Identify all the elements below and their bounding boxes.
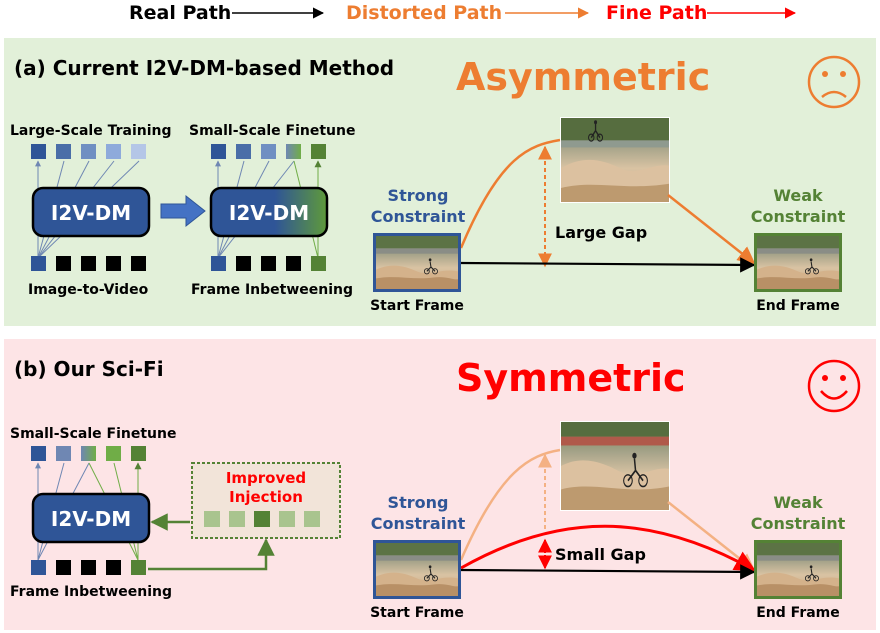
panel-a-title: (a) Current I2V-DM-based Method	[14, 56, 394, 80]
distorted-path-a-descent	[667, 194, 756, 265]
token-row-top-b	[31, 446, 146, 461]
token-row-top-left	[31, 144, 146, 159]
small-scale-finetune-label-b: Small-Scale Finetune	[10, 426, 176, 442]
sad-face-icon	[807, 55, 861, 109]
i2v-dm-model-left	[31, 186, 151, 238]
legend-fine-label: Fine Path	[606, 2, 707, 24]
legend-real-label: Real Path	[129, 2, 231, 24]
strong-constraint-label-a-2: Constraint	[371, 207, 466, 226]
strong-constraint-label-b-1: Strong	[388, 493, 449, 512]
panel-a-headline: Asymmetric	[456, 55, 710, 99]
legend-distorted-label: Distorted Path	[346, 2, 502, 24]
improved-injection-label-1: Improved	[226, 469, 306, 487]
happy-face-icon	[807, 359, 861, 413]
improved-injection-label-2: Injection	[229, 488, 303, 506]
i2v-dm-model-right-label: I2V-DM	[229, 201, 309, 225]
real-path-a	[460, 257, 756, 273]
panel-b-title: (b) Our Sci-Fi	[14, 357, 164, 381]
token-row-bottom-left	[31, 256, 146, 271]
real-path-b	[460, 564, 756, 580]
frame-inbetweening-label-b: Frame Inbetweening	[10, 584, 172, 600]
weak-constraint-label-a-1: Weak	[773, 186, 823, 205]
small-gap-label: Small Gap	[555, 545, 646, 564]
end-frame-label-b: End Frame	[756, 605, 840, 621]
injection-feed-path	[148, 538, 275, 571]
i2v-dm-model-right	[209, 186, 329, 238]
start-frame-label-b: Start Frame	[370, 605, 464, 621]
legend: Real Path Distorted Path Fine Path	[129, 2, 797, 24]
strong-constraint-label-a-1: Strong	[388, 186, 449, 205]
panel-a: (a) Current I2V-DM-based Method Asymmetr…	[4, 38, 876, 326]
large-scale-training-label: Large-Scale Training	[10, 123, 172, 139]
i2v-dm-model-b-label: I2V-DM	[51, 507, 131, 531]
token-row-bottom-right	[211, 256, 326, 271]
weak-constraint-label-b-2: Constraint	[751, 514, 846, 533]
frame-inbetweening-label-a: Frame Inbetweening	[191, 282, 353, 298]
token-row-top-right	[211, 144, 326, 159]
token-row-bottom-b	[31, 560, 146, 575]
fine-path-b	[460, 524, 756, 572]
finetune-arrow-icon	[160, 194, 206, 228]
start-frame-label-a: Start Frame	[370, 298, 464, 314]
i2v-dm-model-b	[31, 492, 151, 544]
injection-tokens	[204, 511, 320, 527]
panel-b-headline: Symmetric	[456, 356, 686, 400]
i2v-dm-model-left-label: I2V-DM	[51, 201, 131, 225]
strong-constraint-label-b-2: Constraint	[371, 514, 466, 533]
small-scale-finetune-label-a: Small-Scale Finetune	[189, 123, 355, 139]
weak-constraint-label-a-2: Constraint	[751, 207, 846, 226]
distorted-path-b-faded	[459, 448, 561, 561]
large-gap-label: Large Gap	[555, 223, 647, 242]
weak-constraint-label-b-1: Weak	[773, 493, 823, 512]
image-to-video-label: Image-to-Video	[28, 282, 149, 298]
panel-b: (b) Our Sci-Fi Symmetric Small-Scale Fin…	[4, 339, 876, 630]
distorted-path-a	[459, 138, 561, 249]
end-frame-label-a: End Frame	[756, 298, 840, 314]
